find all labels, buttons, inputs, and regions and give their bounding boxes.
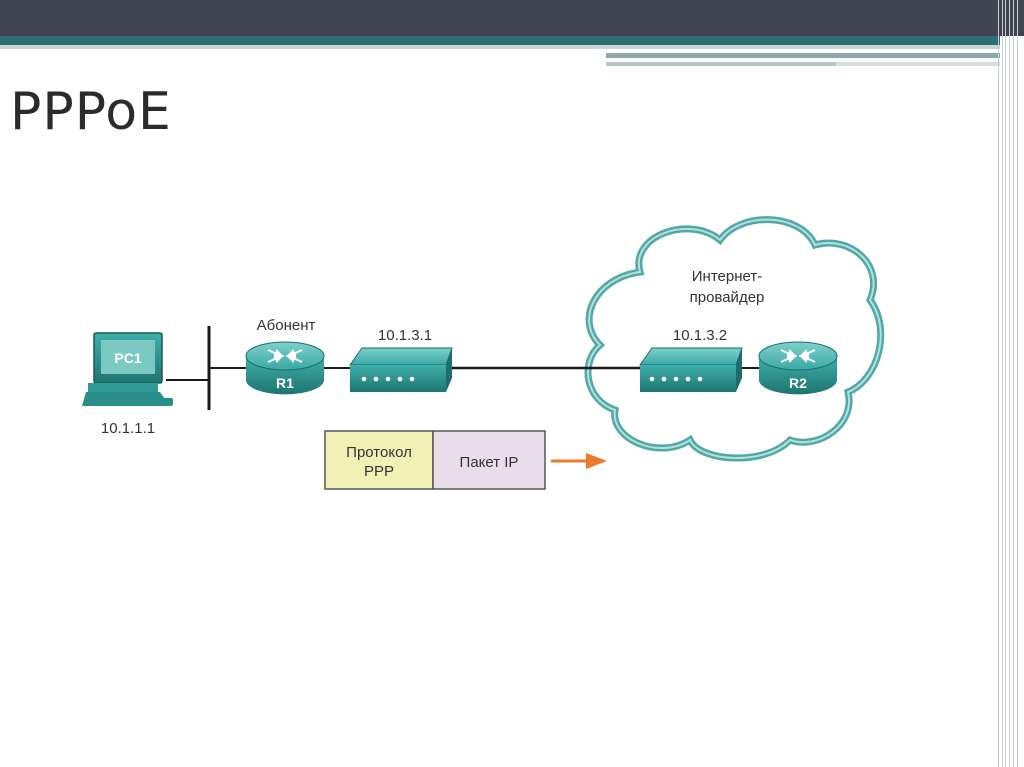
slide-right-border (998, 0, 1020, 767)
slide-title: PPPoE (10, 82, 172, 142)
router-r2-icon (758, 341, 838, 395)
modem-left-icon (349, 347, 453, 392)
computer-icon (82, 332, 173, 406)
pc-ip-label: 10.1.1.1 (101, 420, 155, 437)
ppp-header-cell (324, 430, 434, 490)
router-r1-label: R1 (276, 375, 294, 391)
modem-left-ip: 10.1.3.1 (378, 327, 432, 344)
isp-cloud (584, 216, 885, 462)
decor-strip (836, 62, 1000, 66)
isp-label-line2: провайдер (690, 289, 765, 306)
direction-arrow-icon (551, 453, 607, 469)
subscriber-label: Абонент (257, 317, 316, 334)
slide-header-band (0, 36, 1000, 45)
modem-right-icon (639, 347, 743, 392)
router-r1-icon (245, 341, 325, 395)
modem-right-ip: 10.1.3.2 (673, 327, 727, 344)
ppp-header-line1: Протокол (346, 444, 412, 461)
ip-payload-label: Пакет IP (460, 454, 519, 471)
slide-header-bar (0, 0, 1024, 36)
slide-header-band-light (0, 45, 1000, 49)
decor-strip (606, 62, 836, 66)
isp-label-line1: Интернет- (692, 268, 762, 285)
ip-payload-cell (432, 430, 546, 490)
pc-label: PC1 (114, 350, 141, 366)
router-r2-label: R2 (789, 375, 807, 391)
decor-strip (606, 53, 1000, 58)
ppp-header-line2: PPP (364, 463, 394, 480)
ppp-frame (324, 430, 546, 490)
